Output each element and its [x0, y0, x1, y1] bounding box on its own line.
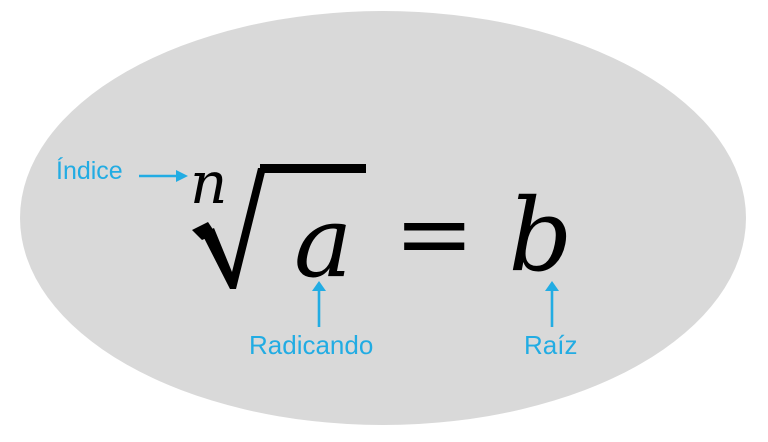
radical-sign-icon: [192, 164, 366, 289]
radical-group: n a: [186, 149, 376, 300]
arrow-up-icon-radicando: [312, 281, 326, 327]
radical-index: n: [190, 149, 227, 217]
radical-equation: n a = b: [186, 146, 572, 296]
arrow-right-icon-indice: [139, 170, 188, 182]
radicand-value: a: [294, 186, 353, 300]
annotation-label-indice: Índice: [56, 157, 123, 185]
annotation-label-raiz: Raíz: [524, 330, 578, 360]
annotation-label-radicando: Radicando: [249, 330, 374, 360]
arrow-up-icon-raiz: [545, 281, 559, 327]
equals-sign: =: [394, 178, 475, 290]
background-ellipse: [20, 11, 746, 425]
result-value: b: [508, 177, 573, 294]
